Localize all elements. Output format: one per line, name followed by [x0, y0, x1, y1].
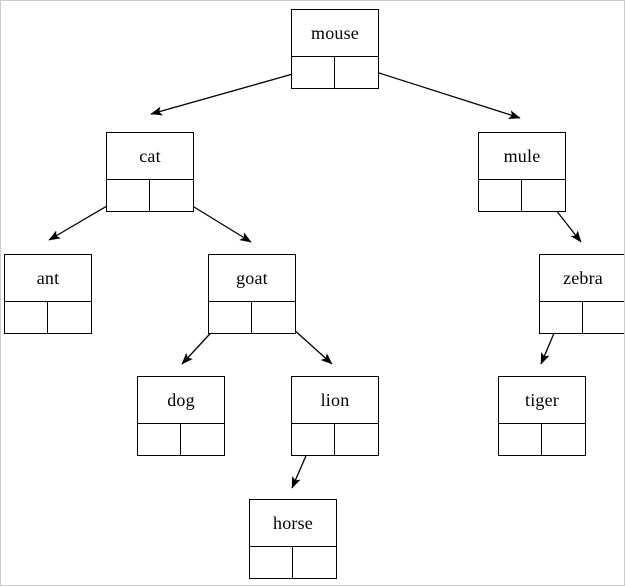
tree-node-cat[interactable]: cat [106, 132, 194, 212]
node-left-pointer-zebra[interactable] [540, 302, 583, 333]
node-right-pointer-zebra[interactable] [583, 302, 624, 333]
node-pointers-ant [5, 302, 91, 333]
node-label-lion: lion [292, 377, 378, 424]
node-label-zebra: zebra [540, 255, 624, 302]
tree-node-zebra[interactable]: zebra [539, 254, 624, 334]
node-pointers-lion [292, 424, 378, 455]
node-pointers-goat [209, 302, 295, 333]
node-right-pointer-tiger[interactable] [542, 424, 585, 455]
tree-node-dog[interactable]: dog [137, 376, 225, 456]
node-right-pointer-ant[interactable] [48, 302, 91, 333]
node-left-pointer-lion[interactable] [292, 424, 335, 455]
tree-node-horse[interactable]: horse [249, 499, 337, 579]
node-pointers-mule [479, 180, 565, 211]
node-label-goat: goat [209, 255, 295, 302]
node-left-pointer-tiger[interactable] [499, 424, 542, 455]
node-left-pointer-ant[interactable] [5, 302, 48, 333]
node-left-pointer-mule[interactable] [479, 180, 522, 211]
node-left-pointer-dog[interactable] [138, 424, 181, 455]
node-right-pointer-lion[interactable] [335, 424, 378, 455]
tree-node-mouse[interactable]: mouse [291, 9, 379, 89]
node-left-pointer-horse[interactable] [250, 547, 293, 578]
node-left-pointer-mouse[interactable] [292, 57, 335, 88]
node-right-pointer-mule[interactable] [522, 180, 565, 211]
node-label-mouse: mouse [292, 10, 378, 57]
node-right-pointer-mouse[interactable] [335, 57, 378, 88]
node-pointers-tiger [499, 424, 585, 455]
node-left-pointer-goat[interactable] [209, 302, 252, 333]
node-pointers-zebra [540, 302, 624, 333]
tree-node-tiger[interactable]: tiger [498, 376, 586, 456]
tree-node-lion[interactable]: lion [291, 376, 379, 456]
node-label-mule: mule [479, 133, 565, 180]
tree-node-goat[interactable]: goat [208, 254, 296, 334]
node-label-horse: horse [250, 500, 336, 547]
tree-node-ant[interactable]: ant [4, 254, 92, 334]
node-pointers-horse [250, 547, 336, 578]
edge-mouse-left-to-cat [150, 67, 315, 116]
node-label-tiger: tiger [499, 377, 585, 424]
node-label-cat: cat [107, 133, 193, 180]
node-right-pointer-cat[interactable] [150, 180, 193, 211]
node-right-pointer-horse[interactable] [293, 547, 336, 578]
node-pointers-cat [107, 180, 193, 211]
node-pointers-dog [138, 424, 224, 455]
tree-node-mule[interactable]: mule [478, 132, 566, 212]
node-right-pointer-dog[interactable] [181, 424, 224, 455]
node-label-dog: dog [138, 377, 224, 424]
node-left-pointer-cat[interactable] [107, 180, 150, 211]
node-label-ant: ant [5, 255, 91, 302]
node-right-pointer-goat[interactable] [252, 302, 295, 333]
node-pointers-mouse [292, 57, 378, 88]
